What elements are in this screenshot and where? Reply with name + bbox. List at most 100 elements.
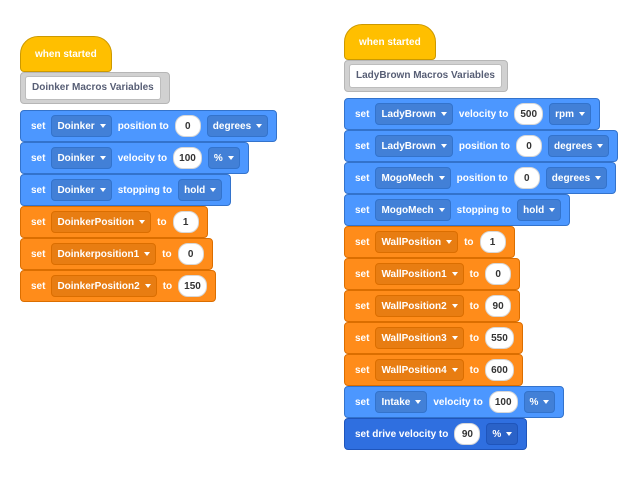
- chevron-down-icon: [144, 284, 151, 288]
- set-position-block[interactable]: set Doinker position to 0 degrees: [20, 110, 278, 142]
- set-keyword: set: [31, 184, 46, 196]
- set-keyword: set: [31, 248, 46, 260]
- stopping-mode-dropdown[interactable]: hold: [178, 179, 223, 201]
- block-text: velocity to: [433, 396, 483, 408]
- variable-dropdown[interactable]: DoinkerPosition2: [51, 275, 157, 297]
- set-drive-velocity-block[interactable]: set drive velocity to 90 %: [344, 418, 528, 450]
- device-name: Intake: [381, 396, 411, 408]
- variable-name: WallPosition1: [381, 268, 447, 280]
- set-velocity-block[interactable]: set LadyBrown velocity to 500 rpm: [344, 98, 600, 130]
- value-input[interactable]: 1: [479, 231, 506, 253]
- value-input[interactable]: 90: [485, 295, 512, 317]
- value-input[interactable]: 0: [174, 115, 201, 137]
- comment-block[interactable]: Doinker Macros Variables: [20, 72, 170, 104]
- unit-dropdown[interactable]: degrees: [548, 135, 610, 157]
- device-name: Doinker: [57, 152, 95, 164]
- variable-dropdown[interactable]: WallPosition4: [375, 359, 464, 381]
- variable-dropdown[interactable]: WallPosition1: [375, 263, 464, 285]
- device-name: Doinker: [57, 184, 95, 196]
- value-input[interactable]: 500: [514, 103, 544, 125]
- block-text: to: [469, 364, 480, 376]
- set-variable-block[interactable]: set WallPosition to 1: [344, 226, 515, 258]
- value-input[interactable]: 90: [454, 423, 481, 445]
- unit-dropdown[interactable]: %: [523, 391, 556, 413]
- device-name: MogoMech: [381, 172, 434, 184]
- block-text: to: [157, 216, 167, 228]
- block-text: to: [469, 300, 480, 312]
- set-position-block[interactable]: set MogoMech position to 0 degrees: [344, 162, 617, 194]
- chevron-down-icon: [99, 188, 106, 192]
- unit-dropdown[interactable]: degrees: [206, 115, 269, 137]
- device-dropdown[interactable]: LadyBrown: [375, 135, 453, 157]
- variable-dropdown[interactable]: WallPosition2: [375, 295, 464, 317]
- when-started-hat-block[interactable]: when started: [20, 36, 112, 72]
- device-dropdown[interactable]: MogoMech: [375, 199, 451, 221]
- hat-label: when started: [359, 36, 421, 48]
- set-keyword: set: [355, 140, 370, 152]
- set-variable-block[interactable]: set WallPosition2 to 90: [344, 290, 521, 322]
- unit-label: degrees: [212, 120, 252, 132]
- variable-name: WallPosition3: [381, 332, 447, 344]
- variable-dropdown[interactable]: WallPosition: [375, 231, 459, 253]
- unit-dropdown[interactable]: rpm: [549, 103, 591, 125]
- device-dropdown[interactable]: Doinker: [51, 179, 112, 201]
- unit-dropdown[interactable]: %: [486, 423, 519, 445]
- set-keyword: set: [355, 300, 370, 312]
- set-position-block[interactable]: set LadyBrown position to 0 degrees: [344, 130, 619, 162]
- mode-label: hold: [523, 204, 545, 216]
- set-keyword: set: [355, 172, 370, 184]
- block-text: position to: [456, 172, 508, 184]
- set-keyword: set: [31, 120, 46, 132]
- value-input[interactable]: 0: [516, 135, 543, 157]
- set-variable-block[interactable]: set DoinkerPosition to 1: [20, 206, 208, 238]
- value-input[interactable]: 0: [177, 243, 204, 265]
- when-started-hat-block[interactable]: when started: [344, 24, 436, 60]
- value-input[interactable]: 100: [173, 147, 202, 169]
- variable-dropdown[interactable]: Doinkerposition1: [51, 243, 157, 265]
- comment-text[interactable]: Doinker Macros Variables: [25, 76, 161, 100]
- set-variable-block[interactable]: set WallPosition4 to 600: [344, 354, 523, 386]
- block-text: velocity to: [458, 108, 509, 120]
- unit-dropdown[interactable]: degrees: [545, 167, 608, 189]
- device-dropdown[interactable]: MogoMech: [375, 167, 451, 189]
- value-input[interactable]: 0: [485, 263, 512, 285]
- value-input[interactable]: 1: [172, 211, 199, 233]
- comment-block[interactable]: LadyBrown Macros Variables: [344, 60, 508, 92]
- chevron-down-icon: [595, 176, 602, 180]
- variable-dropdown[interactable]: DoinkerPosition: [51, 211, 152, 233]
- variable-dropdown[interactable]: WallPosition3: [375, 327, 464, 349]
- value-input[interactable]: 150: [178, 275, 207, 297]
- set-stopping-block[interactable]: set MogoMech stopping to hold: [344, 194, 571, 226]
- set-velocity-block[interactable]: set Doinker velocity to 100 %: [20, 142, 249, 174]
- chevron-down-icon: [415, 400, 422, 404]
- chevron-down-icon: [210, 188, 217, 192]
- value-input[interactable]: 550: [485, 327, 514, 349]
- stopping-mode-dropdown[interactable]: hold: [517, 199, 562, 221]
- value-input[interactable]: 0: [513, 167, 540, 189]
- device-dropdown[interactable]: Doinker: [51, 147, 112, 169]
- comment-text[interactable]: LadyBrown Macros Variables: [349, 64, 502, 88]
- chevron-down-icon: [451, 336, 458, 340]
- chevron-down-icon: [549, 208, 556, 212]
- variable-name: WallPosition4: [381, 364, 447, 376]
- chevron-down-icon: [227, 156, 234, 160]
- set-velocity-block[interactable]: set Intake velocity to 100 %: [344, 386, 565, 418]
- chevron-down-icon: [446, 240, 453, 244]
- unit-label: %: [492, 428, 502, 440]
- set-variable-block[interactable]: set Doinkerposition1 to 0: [20, 238, 213, 270]
- device-name: MogoMech: [381, 204, 434, 216]
- chevron-down-icon: [440, 112, 447, 116]
- variable-name: WallPosition2: [381, 300, 447, 312]
- set-variable-block[interactable]: set WallPosition1 to 0: [344, 258, 521, 290]
- set-variable-block[interactable]: set WallPosition3 to 550: [344, 322, 523, 354]
- set-stopping-block[interactable]: set Doinker stopping to hold: [20, 174, 232, 206]
- value-input[interactable]: 100: [488, 391, 518, 413]
- chevron-down-icon: [139, 220, 146, 224]
- set-variable-block[interactable]: set DoinkerPosition2 to 150: [20, 270, 216, 302]
- unit-dropdown[interactable]: %: [207, 147, 240, 169]
- device-dropdown[interactable]: Doinker: [51, 115, 112, 137]
- device-dropdown[interactable]: Intake: [375, 391, 428, 413]
- device-dropdown[interactable]: LadyBrown: [375, 103, 453, 125]
- set-keyword: set: [355, 108, 370, 120]
- value-input[interactable]: 600: [485, 359, 514, 381]
